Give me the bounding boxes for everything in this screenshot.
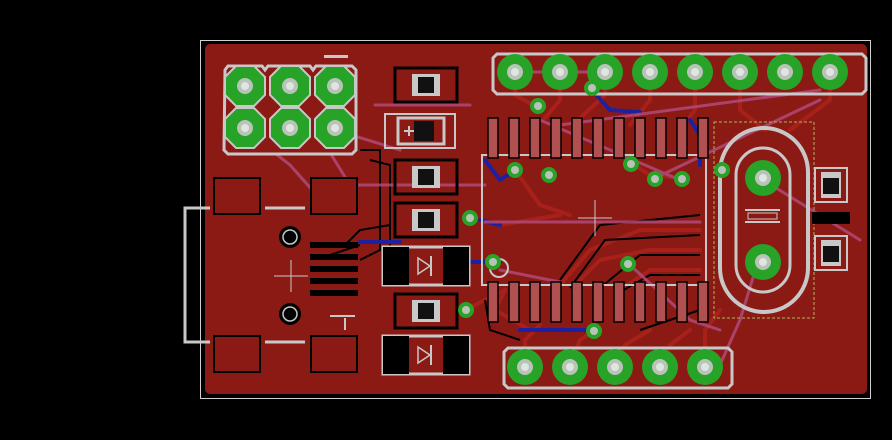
pad[interactable] [745,244,781,280]
pad[interactable] [642,349,678,385]
pin-header-1x5[interactable] [502,346,734,390]
resistor-r1 [393,66,459,104]
pad[interactable] [597,349,633,385]
pad[interactable] [745,160,781,196]
resistor-r3 [393,201,459,239]
pad[interactable] [314,107,356,149]
vias [458,80,730,339]
pad[interactable] [552,349,588,385]
pad[interactable] [224,65,266,107]
resistor-r4 [393,292,459,330]
pin-header-1x8[interactable] [491,52,868,96]
capacitor-c2 [814,167,848,203]
pad[interactable] [722,54,758,90]
through-hole-pads [224,54,848,385]
pad[interactable] [269,65,311,107]
crystal-hc49[interactable] [713,121,815,319]
capacitor-c3 [814,235,848,271]
pad[interactable] [632,54,668,90]
via [458,302,474,318]
resistor-r2 [393,158,459,196]
pad[interactable] [677,54,713,90]
pad[interactable] [587,54,623,90]
diode-d1 [381,245,471,287]
ic-pads-bottom [487,281,709,323]
usb-mini-connector [183,177,358,373]
diode-d2 [381,334,471,376]
via [541,167,557,183]
via [485,254,501,270]
via [623,156,639,172]
pad[interactable] [269,107,311,149]
isolation-traces [329,149,701,341]
pad[interactable] [314,65,356,107]
pad[interactable] [542,54,578,90]
via [586,323,602,339]
board-outline [200,40,871,399]
smd-diodes[interactable] [381,245,471,376]
via [584,80,600,96]
pad[interactable] [224,107,266,149]
via [620,256,636,272]
pad[interactable] [767,54,803,90]
via [507,162,523,178]
ic-pads-top [487,117,709,159]
smd-capacitors[interactable] [812,167,850,271]
smd-resistors[interactable] [384,66,459,330]
pad[interactable] [812,54,848,90]
via [462,210,478,226]
pad[interactable] [687,349,723,385]
pad[interactable] [507,349,543,385]
via [647,171,663,187]
via [530,98,546,114]
capacitor-c1 [384,113,456,149]
pad[interactable] [497,54,533,90]
via [674,171,690,187]
via [714,162,730,178]
